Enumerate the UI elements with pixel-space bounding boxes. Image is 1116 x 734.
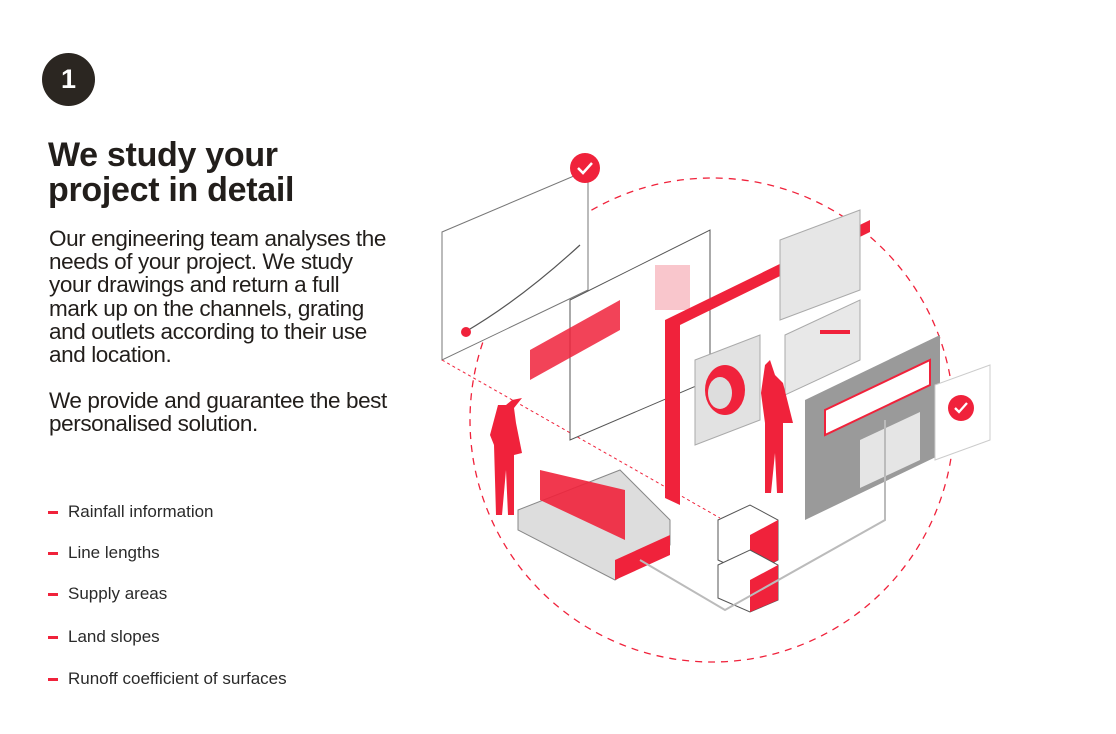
person-figure: [761, 360, 793, 493]
title-line-2: project in detail: [48, 171, 295, 209]
person-figure: [490, 398, 522, 515]
list-item: Rainfall information: [48, 502, 287, 522]
list-item: Land slopes: [48, 627, 287, 647]
panel: [779, 209, 861, 321]
dash-bullet-icon: [48, 510, 58, 514]
description-paragraph-1: Our engineering team analyses the needs …: [49, 226, 387, 368]
title-line-1: We study your: [48, 136, 278, 174]
list-item: Line lengths: [48, 543, 287, 563]
description-paragraph-2: We provide and guarantee the best person…: [49, 388, 387, 437]
list-item: Runoff coefficient of surfaces: [48, 669, 287, 689]
page-title: We study your project in detail: [48, 138, 294, 208]
red-frame: [665, 220, 870, 505]
dash-bullet-icon: [48, 592, 58, 596]
dash-bullet-icon: [48, 677, 58, 681]
list-item: Supply areas: [48, 584, 287, 604]
check-icon: [570, 153, 600, 183]
project-study-illustration: [441, 153, 991, 663]
dash-bullet-icon: [48, 551, 58, 555]
chart-panel: [441, 169, 589, 361]
description: Our engineering team analyses the needs …: [49, 227, 389, 459]
check-icon: [948, 395, 974, 421]
dash-bullet-icon: [48, 635, 58, 639]
step-number-badge: 1: [42, 53, 95, 106]
channel-model: [540, 470, 625, 540]
requirements-list: Rainfall information Line lengths Supply…: [48, 502, 287, 689]
